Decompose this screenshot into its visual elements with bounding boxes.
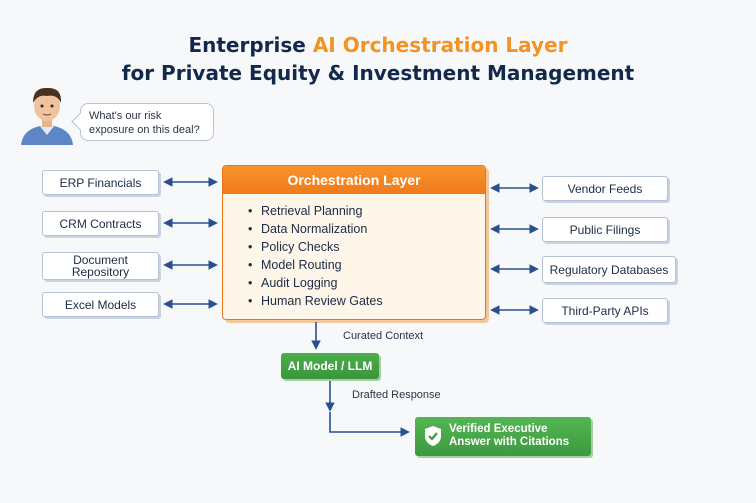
orchestration-item: Policy Checks (248, 238, 485, 256)
orchestration-item: Data Normalization (248, 220, 485, 238)
title-line-2: for Private Equity & Investment Manageme… (121, 61, 635, 85)
curated-context-label: Curated Context (343, 330, 424, 342)
source-third-party-apis: Third-Party APIs (542, 298, 668, 323)
source-excel-models: Excel Models (42, 292, 159, 317)
orchestration-item: Human Review Gates (248, 292, 485, 310)
orchestration-item: Retrieval Planning (248, 202, 485, 220)
user-avatar (21, 87, 73, 145)
source-vendor-feeds: Vendor Feeds (542, 176, 668, 201)
orchestration-heading: Orchestration Layer (223, 166, 485, 194)
orchestration-item: Model Routing (248, 256, 485, 274)
verified-answer-box: Verified Executive Answer with Citations (415, 417, 591, 456)
orchestration-layer-box: Orchestration Layer Retrieval Planning D… (222, 165, 486, 320)
shield-check-icon (425, 426, 441, 446)
source-regulatory-databases: Regulatory Databases (542, 256, 676, 283)
title-line-1: Enterprise AI Orchestration Layer (188, 33, 568, 57)
verified-line-1: Verified Executive (449, 423, 548, 435)
source-erp-financials: ERP Financials (42, 170, 159, 195)
orchestration-item: Audit Logging (248, 274, 485, 292)
source-public-filings: Public Filings (542, 217, 668, 242)
ai-model-box: AI Model / LLM (281, 353, 379, 379)
source-document-repository: Document Repository (42, 252, 159, 280)
drafted-response-label: Drafted Response (352, 389, 441, 401)
user-question-bubble: What's our risk exposure on this deal? (80, 103, 214, 141)
source-crm-contracts: CRM Contracts (42, 211, 159, 236)
orchestration-list: Retrieval Planning Data Normalization Po… (223, 202, 485, 310)
verified-line-2: Answer with Citations (449, 436, 570, 448)
